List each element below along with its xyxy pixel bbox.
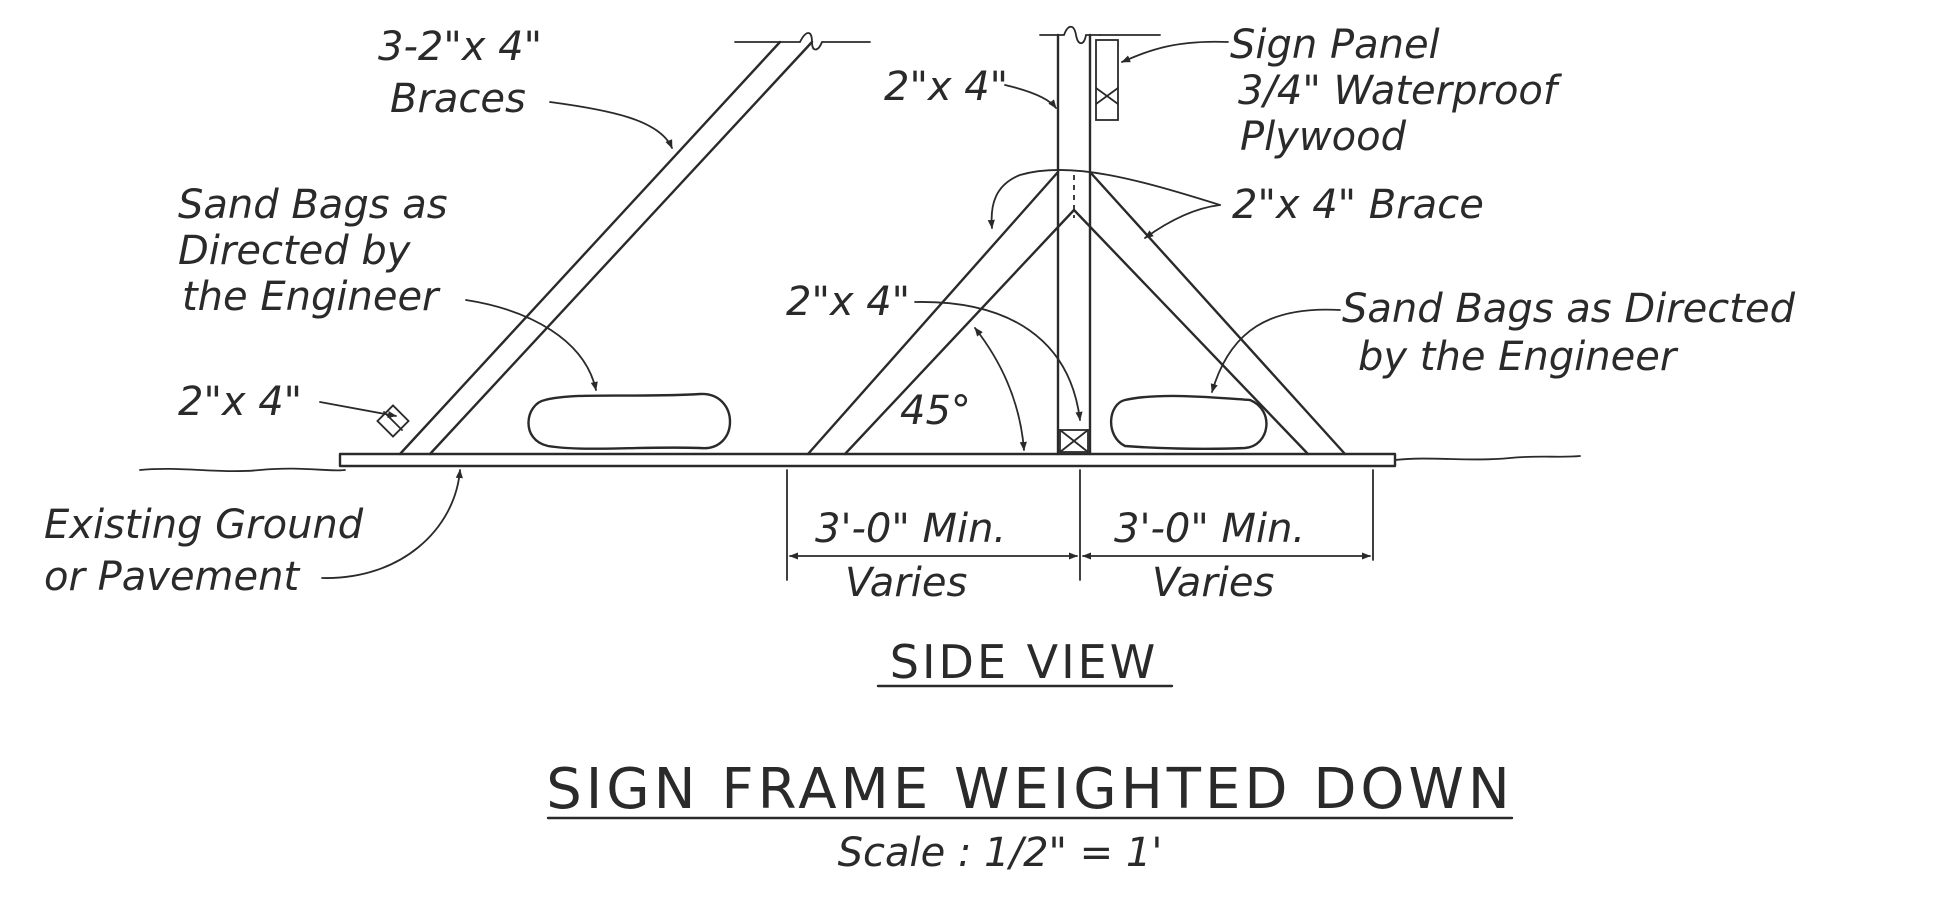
angle-arc: [974, 327, 1027, 451]
dim-right-min: 3'-0" Min.: [1114, 506, 1305, 552]
dim-left-min: 3'-0" Min.: [815, 506, 1006, 552]
sand-bags-left-line3: the Engineer: [182, 274, 441, 320]
braces-label-size: 3-2"x 4": [378, 24, 542, 70]
dimension-lines: [786, 469, 1374, 581]
right-sand-bag: [1109, 394, 1268, 451]
sand-bags-left-line1: Sand Bags as: [178, 182, 448, 228]
dim-left-varies: Varies: [845, 560, 967, 606]
vertical-post: [1039, 25, 1101, 456]
left-braces: [398, 32, 871, 456]
sand-bags-right-line2: by the Engineer: [1358, 334, 1679, 380]
scale-label: Scale : 1/2" = 1': [838, 830, 1163, 876]
sign-panel-line1: Sign Panel: [1230, 22, 1440, 68]
brace-2x4-label: 2"x 4" Brace: [1232, 182, 1484, 228]
sign-panel-line2: 3/4" Waterproof: [1238, 68, 1563, 114]
sign-panel: [1095, 34, 1161, 121]
left-block: [376, 404, 410, 438]
base-plank: [338, 452, 1397, 468]
left-sand-bag: [527, 392, 732, 450]
angle-label: 45°: [900, 388, 971, 434]
post-2x4-label: 2"x 4": [884, 64, 1008, 110]
ground-line: [139, 455, 1581, 473]
main-title: SIGN FRAME WEIGHTED DOWN: [546, 757, 1514, 822]
sign-panel-line3: Plywood: [1240, 114, 1407, 160]
mid-2x4-label: 2"x 4": [786, 279, 910, 325]
existing-ground-line2: or Pavement: [44, 554, 300, 600]
leader-lines: [319, 40, 1341, 579]
left-2x4-label: 2"x 4": [178, 379, 302, 425]
dim-right-varies: Varies: [1152, 560, 1274, 606]
sand-bags-right-line1: Sand Bags as Directed: [1342, 286, 1796, 332]
side-view-title: SIDE VIEW: [890, 635, 1158, 689]
existing-ground-line1: Existing Ground: [44, 502, 364, 548]
sand-bags-left-line2: Directed by: [178, 228, 412, 274]
a-frame-braces: [806, 170, 1347, 456]
braces-label: Braces: [390, 76, 526, 122]
